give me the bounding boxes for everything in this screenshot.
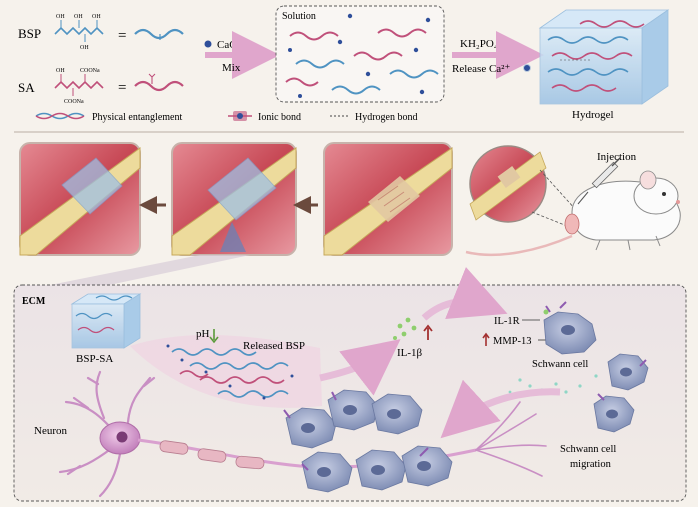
physical-entanglement-icon <box>35 112 85 120</box>
neuron-illustration <box>58 370 547 498</box>
curved-arrow <box>421 267 508 321</box>
hydrogel-cube <box>538 9 670 105</box>
oh-label: OH <box>74 14 83 20</box>
magnifier-circle <box>469 145 577 229</box>
curved-arrow <box>319 339 401 396</box>
bsp-sa-cube <box>70 293 142 349</box>
il1r-label: IL-1R <box>494 316 520 327</box>
sa-label: SA <box>18 80 35 95</box>
caco3-label: CaCO₃ <box>217 39 249 51</box>
ph-label: pH <box>196 328 210 340</box>
coona-label: COONa <box>80 68 100 74</box>
bsp-structure: OH OH OH OH <box>54 14 104 51</box>
calcium-ion-icon <box>523 64 531 72</box>
solution-box <box>275 5 445 103</box>
oh-label: OH <box>56 68 65 74</box>
injection-label: Injection <box>597 151 637 163</box>
ionic-bond-icon <box>228 111 252 121</box>
il1b-molecules <box>393 317 417 340</box>
sa-structure: OH COONa COONa <box>54 68 104 105</box>
released-bsp-label: Released BSP <box>243 340 305 352</box>
sa-chain-icon <box>134 80 184 92</box>
myelin-sheaths <box>159 440 265 470</box>
legend-ionic-bond: Ionic bond <box>258 112 301 123</box>
legend: Physical entanglement Ionic bond Hydroge… <box>35 111 418 123</box>
calcium-ion-icon <box>204 40 212 48</box>
schwann-cell-icon <box>543 301 597 355</box>
nerve-panel-regenerated <box>19 142 141 256</box>
legend-physical-entanglement: Physical entanglement <box>92 112 182 123</box>
neuron-label: Neuron <box>34 425 67 437</box>
syringe-icon <box>577 157 621 205</box>
migrating-cells <box>593 353 649 433</box>
equals-sign: = <box>118 80 126 96</box>
oh-label: OH <box>92 14 101 20</box>
mouse-illustration <box>465 157 681 257</box>
equals-sign: = <box>118 28 126 44</box>
nerve-repair-section: Injection <box>19 142 681 257</box>
solution-chains <box>285 28 439 95</box>
coona-label: COONa <box>64 99 84 105</box>
ecm-section: ECM BSP-SA <box>13 267 687 502</box>
schwann-cell-label: Schwann cell <box>532 359 588 370</box>
migration-arrow <box>440 379 561 439</box>
zoom-funnel <box>40 255 250 287</box>
bsp-label: BSP <box>18 26 41 41</box>
il1b-label: IL-1β <box>397 347 423 359</box>
calcium-ions <box>288 13 431 98</box>
hydrogel-label: Hydrogel <box>572 109 614 121</box>
mmp13-label: MMP-13 <box>493 336 532 347</box>
bsp-sa-label: BSP-SA <box>76 353 113 365</box>
synthesis-section: BSP OH OH OH OH = SA OH COONa COONa = <box>18 5 670 121</box>
solution-title: Solution <box>282 11 316 22</box>
nerve-panel-hydrogel <box>171 142 297 256</box>
nerve-panel-injured <box>323 142 453 256</box>
schwann-cell-cluster <box>283 389 453 493</box>
release-ca-label: Release Ca²⁺ <box>452 63 510 75</box>
ecm-title: ECM <box>22 296 46 307</box>
oh-label: OH <box>56 14 65 20</box>
bsp-chain-icon <box>134 28 184 40</box>
mix-label: Mix <box>222 62 241 74</box>
released-bsp-region <box>130 334 322 408</box>
kh2po4-label: KH₂PO₄ <box>460 38 498 50</box>
oh-label: OH <box>80 45 89 51</box>
schwann-migration-label-line2: migration <box>570 459 612 470</box>
legend-hydrogen-bond: Hydrogen bond <box>355 112 418 123</box>
schwann-migration-label-line1: Schwann cell <box>560 444 616 455</box>
